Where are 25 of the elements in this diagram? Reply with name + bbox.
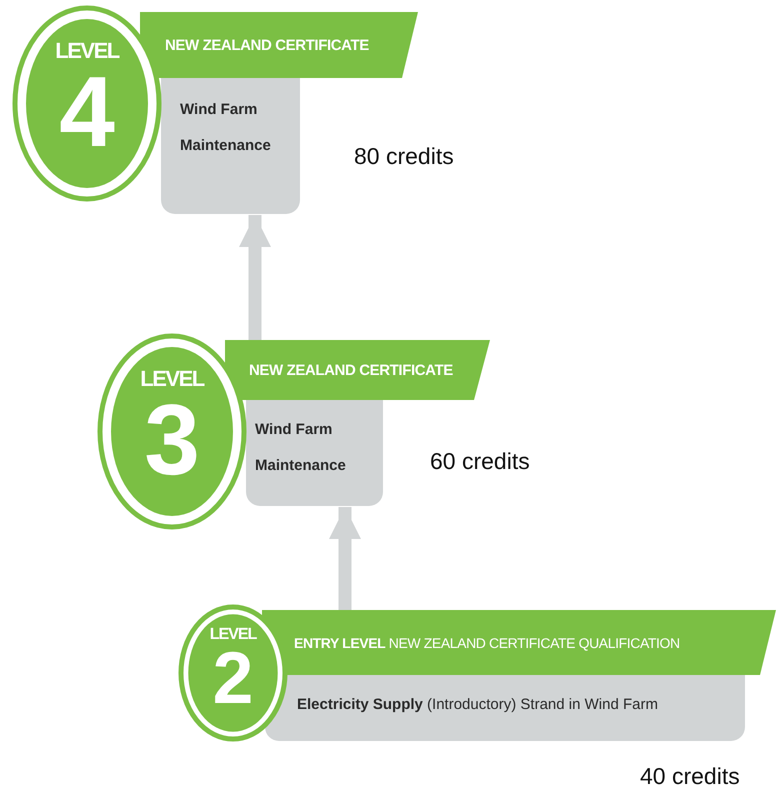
description-text: Electricity Supply (Introductory) Strand in Wind Farm bbox=[297, 695, 659, 715]
description-panel bbox=[265, 675, 745, 741]
level-label: LEVEL bbox=[210, 626, 256, 642]
title-banner bbox=[225, 340, 490, 400]
title-banner bbox=[262, 610, 776, 675]
level-badge bbox=[12, 5, 162, 202]
level-label: LEVEL bbox=[140, 368, 204, 390]
level-number: 3 bbox=[144, 390, 200, 490]
level-number: 4 bbox=[59, 62, 115, 162]
title-banner bbox=[140, 12, 418, 78]
level-number: 2 bbox=[212, 642, 254, 716]
level-badge bbox=[97, 333, 247, 530]
description-panel bbox=[161, 78, 300, 214]
credits-label: 80 credits bbox=[354, 143, 454, 170]
description-text: Wind Farm Maintenance bbox=[180, 100, 272, 156]
banner-title: NEW ZEALAND CERTIFICATE bbox=[249, 362, 453, 378]
arrow bbox=[239, 215, 271, 340]
description-panel bbox=[246, 400, 383, 506]
banner-title: ENTRY LEVEL NEW ZEALAND CERTIFICATE QUALIFICATION bbox=[294, 634, 680, 650]
arrow bbox=[329, 507, 361, 610]
credits-label: 60 credits bbox=[430, 448, 530, 475]
description-text: Wind Farm Maintenance bbox=[255, 420, 347, 476]
banner-title: NEW ZEALAND CERTIFICATE bbox=[165, 36, 369, 54]
level-label: LEVEL bbox=[55, 40, 119, 62]
credits-label: 40 credits bbox=[640, 763, 740, 790]
